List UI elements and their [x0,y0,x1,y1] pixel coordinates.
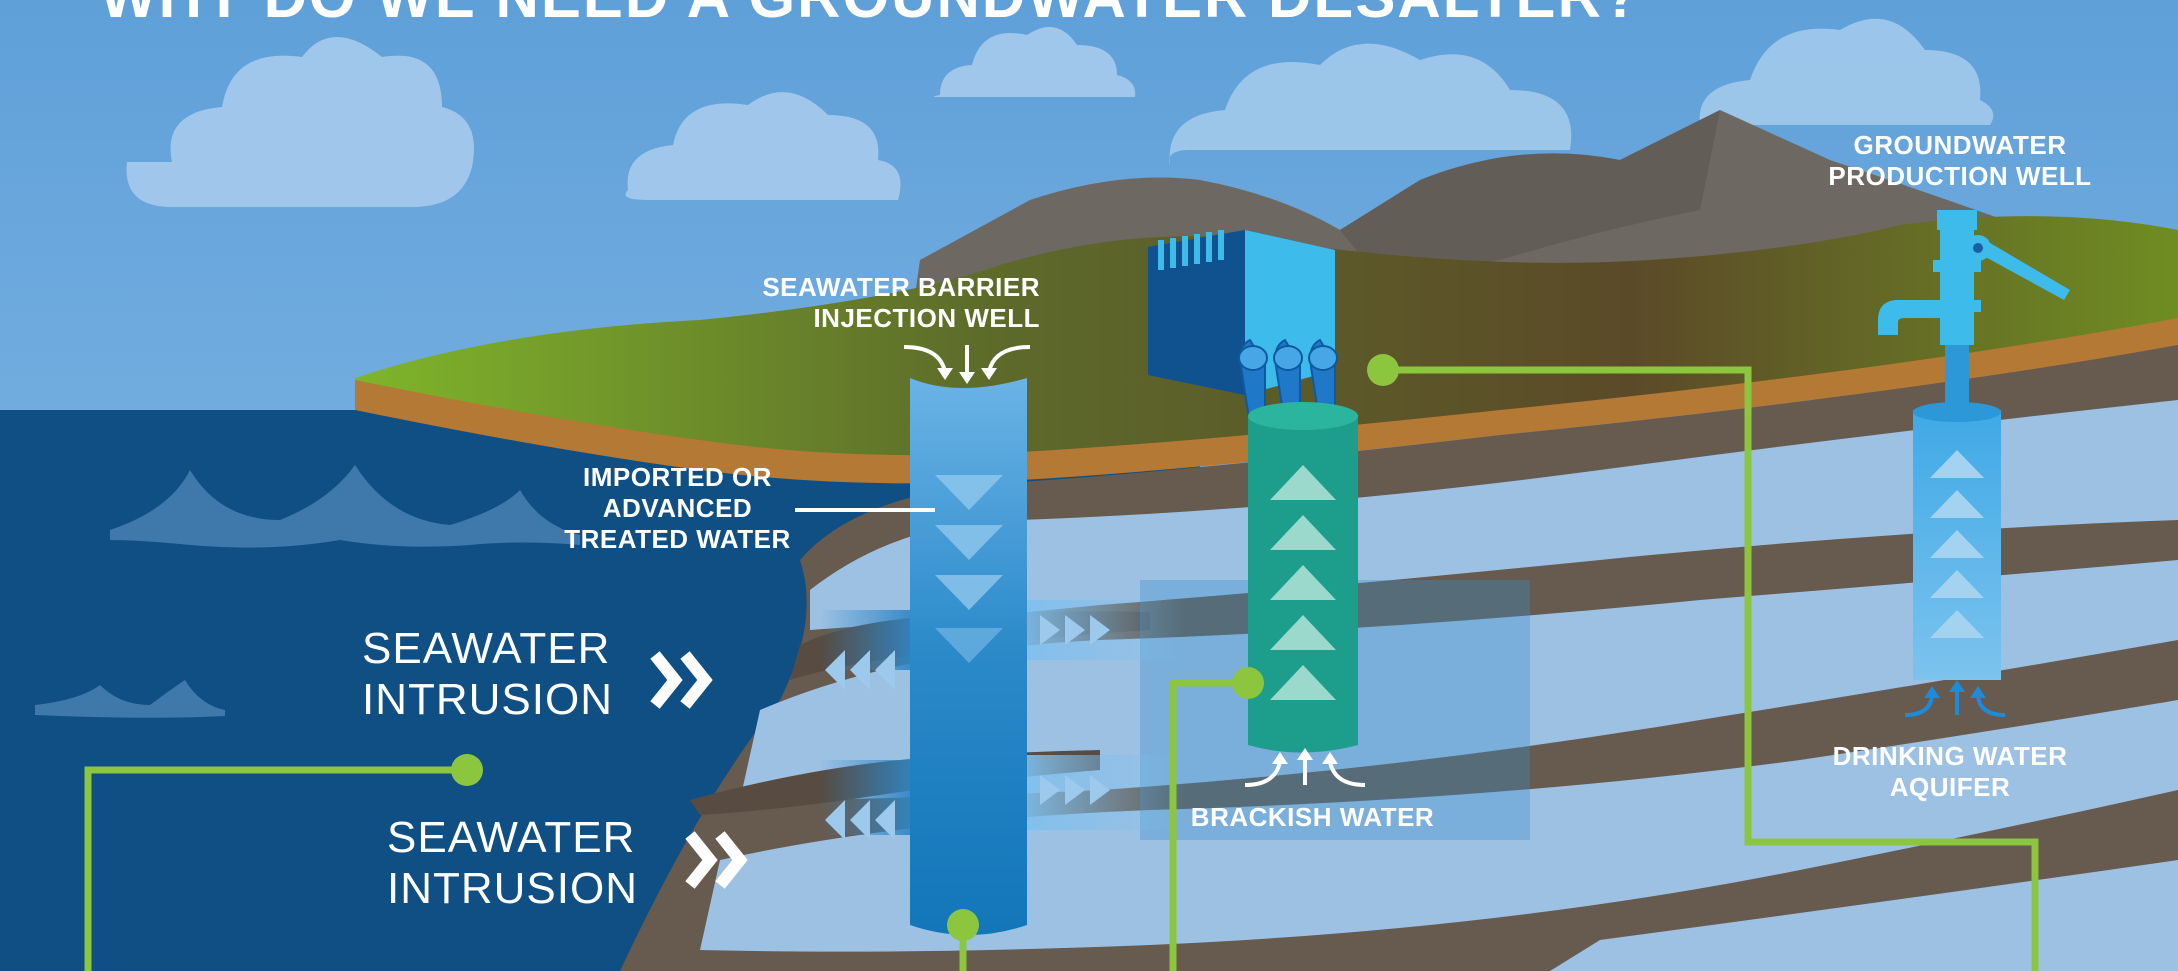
chevron-right-icon [650,651,748,889]
aquifer-layer [1550,860,2178,971]
seawater-intrusion-upper-label: SEAWATER INTRUSION [362,623,613,726]
faucet-icon [1878,210,2070,345]
seawater-intrusion-lower-line2: INTRUSION [387,864,638,914]
drinking-water-aquifer-line1: DRINKING WATER [1832,741,2068,771]
barrier-well-label-line2: INJECTION WELL [813,303,1040,334]
imported-water-label-line3: TREATED WATER [564,524,791,555]
seawater-intrusion-lower-line1: SEAWATER [387,813,636,862]
arrow-down-icon [937,368,997,384]
arrow-up-icon [1924,680,1986,698]
cloud-icon [625,92,901,200]
imported-water-label-line1: IMPORTED OR [583,462,772,492]
seawater-intrusion-upper-line1: SEAWATER [362,624,611,673]
production-well-label: GROUNDWATER PRODUCTION WELL [1780,130,2140,192]
wave-icon [35,680,225,718]
cloud-icon [126,37,474,207]
imported-water-label-line2: ADVANCED [602,493,753,524]
aquifer-layer [700,700,2178,952]
brackish-water-label: BRACKISH WATER [1190,802,1435,832]
arrow-up-icon [1904,688,2006,717]
arrow-up-icon [1272,748,1338,764]
cloud-icon [1698,18,1994,125]
triangle-up-icon [1270,465,1336,700]
page-title: WHY DO WE NEED A GROUNDWATER DESALTER? [100,0,1642,31]
aquifer-layer [810,400,2178,630]
drinking-water-aquifer-label: DRINKING WATER AQUIFER [1800,741,2100,803]
drinking-water-aquifer-line2: AQUIFER [1889,772,2011,803]
imported-water-label: IMPORTED OR ADVANCED TREATED WATER [520,462,835,556]
triangle-down-icon [935,475,1003,663]
triangle-up-icon [1930,450,1984,638]
cloud-icon [934,27,1136,97]
wave-icon [110,465,580,548]
cloud-icon [1169,43,1572,165]
seawater-intrusion-lower-label: SEAWATER INTRUSION [387,812,638,915]
production-well-label-line2: PRODUCTION WELL [1828,161,2092,192]
seawater-intrusion-upper-line2: INTRUSION [362,675,613,725]
aquifer-layer [740,560,2178,800]
production-well-label-line1: GROUNDWATER [1853,130,2067,160]
mountain-shade [1340,110,1720,280]
pipeline-node [451,354,1399,941]
barrier-well-label: SEAWATER BARRIER INJECTION WELL [700,272,1040,334]
chevron-right-icon [1040,615,1110,805]
chevron-left-icon [825,650,895,840]
barrier-well-label-line1: SEAWATER BARRIER [762,272,1040,302]
